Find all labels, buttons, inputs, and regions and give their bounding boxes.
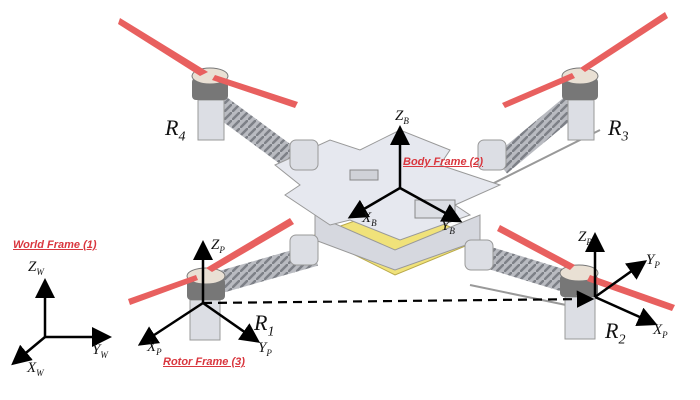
rotor-1 [128, 218, 294, 341]
rotor-1-label: R1 [254, 310, 275, 340]
rotor2-z-label: ZP [578, 229, 592, 247]
body-x-label: XB [362, 210, 377, 228]
rotor-1-frame-axes [137, 240, 261, 346]
body-frame-axes [347, 125, 463, 223]
rotor-2-label: R2 [605, 318, 626, 348]
rotor-4 [118, 18, 298, 141]
rotor1-z-label: ZP [211, 237, 225, 255]
world-x-label: XW [27, 360, 44, 378]
rotor-distance-dashed-line [202, 290, 595, 308]
rotor1-x-label: XP [147, 339, 162, 357]
rotor2-x-label: XP [653, 322, 668, 340]
rotor-3 [502, 12, 668, 141]
rotor-3-label: R3 [608, 115, 629, 145]
world-frame-title: World Frame (1) [13, 239, 97, 251]
rotor1-y-label: YP [258, 340, 272, 358]
rotor-4-label: R4 [165, 115, 186, 145]
rotor-frame-title: Rotor Frame (3) [163, 356, 245, 368]
body-z-label: ZB [395, 108, 409, 126]
world-frame-axes [11, 278, 112, 366]
world-y-label: YW [92, 342, 108, 360]
world-z-label: ZW [28, 259, 44, 277]
body-y-label: YB [441, 218, 455, 236]
body-frame-title: Body Frame (2) [403, 156, 484, 168]
rotor2-y-label: YP [646, 252, 660, 270]
rotor-2-frame-axes [585, 232, 658, 326]
body-frame-plate [274, 129, 507, 276]
